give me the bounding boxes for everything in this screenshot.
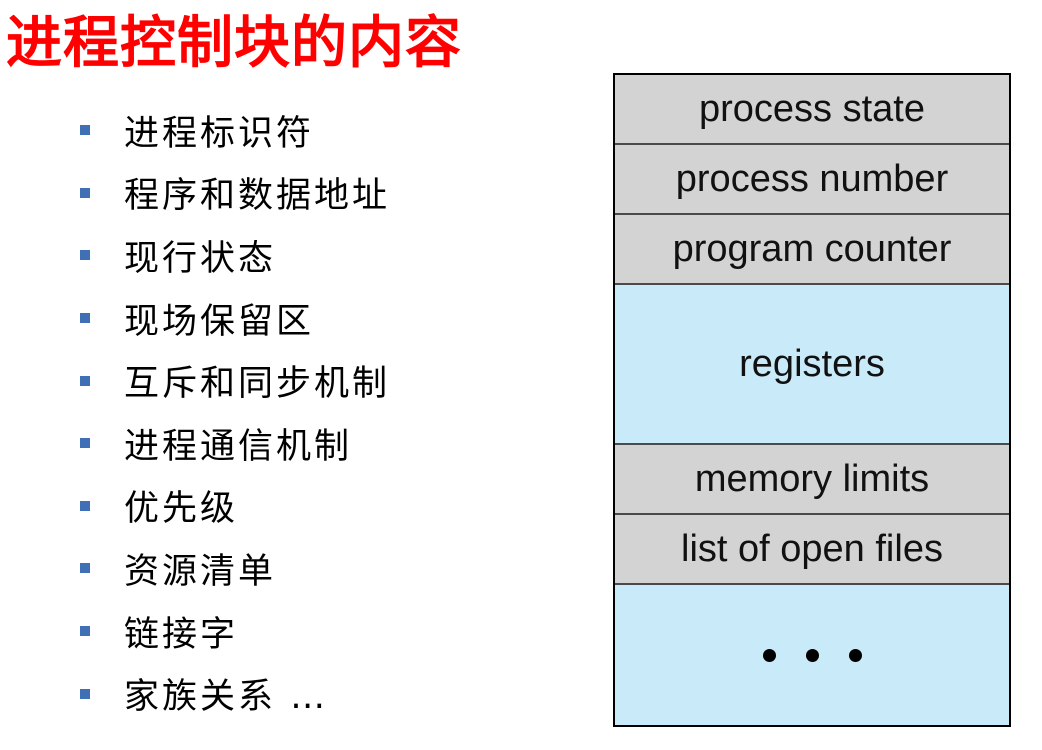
list-item: 进程标识符 — [80, 99, 390, 162]
pcb-field-open-files: list of open files — [615, 515, 1009, 585]
dot-icon — [805, 648, 819, 662]
square-bullet-icon — [80, 375, 90, 386]
square-bullet-icon — [80, 688, 90, 699]
pcb-field-label: program counter — [672, 227, 952, 270]
square-bullet-icon — [80, 313, 90, 324]
pcb-contents-list: 进程标识符 程序和数据地址 现行状态 现场保留区 互斥和同步机制 进程通信机制 … — [80, 99, 390, 725]
square-bullet-icon — [80, 187, 90, 198]
list-item-text: 优先级 — [124, 489, 239, 530]
slide-title: 进程控制块的内容 — [6, 11, 462, 76]
pcb-field-label: process number — [675, 157, 949, 200]
pcb-field-process-state: process state — [615, 75, 1009, 145]
list-item: 互斥和同步机制 — [80, 349, 390, 412]
square-bullet-icon — [80, 125, 90, 136]
pcb-field-label: process state — [699, 87, 925, 130]
list-item-text: 进程通信机制 — [124, 426, 353, 467]
list-item-text: 资源清单 — [124, 551, 277, 592]
pcb-field-registers: registers — [615, 285, 1009, 445]
process-control-block-diagram: process state process number program cou… — [613, 73, 1011, 727]
list-item: 链接字 — [80, 600, 390, 663]
pcb-field-program-counter: program counter — [615, 215, 1009, 285]
list-item: 资源清单 — [80, 537, 390, 600]
list-item: 程序和数据地址 — [80, 162, 390, 225]
square-bullet-icon — [80, 438, 90, 449]
list-item-text: 程序和数据地址 — [124, 176, 391, 217]
list-item-text: 链接字 — [124, 614, 239, 655]
list-item: 现场保留区 — [80, 287, 390, 350]
dot-icon — [848, 648, 862, 662]
square-bullet-icon — [80, 500, 90, 511]
pcb-field-process-number: process number — [615, 145, 1009, 215]
square-bullet-icon — [80, 626, 90, 637]
list-item: 家族关系 … — [80, 662, 390, 725]
square-bullet-icon — [80, 250, 90, 261]
list-item: 优先级 — [80, 475, 390, 538]
pcb-field-memory-limits: memory limits — [615, 445, 1009, 515]
list-item-text: 互斥和同步机制 — [124, 364, 391, 405]
list-item-text: 现行状态 — [124, 238, 277, 279]
list-item-text: 现场保留区 — [124, 301, 315, 342]
pcb-field-label: registers — [739, 342, 885, 385]
list-item-text: 家族关系 … — [124, 677, 329, 718]
ellipsis-icon — [762, 648, 862, 662]
pcb-field-label: memory limits — [694, 457, 930, 500]
list-item: 现行状态 — [80, 224, 390, 287]
pcb-field-label: list of open files — [681, 527, 943, 570]
square-bullet-icon — [80, 563, 90, 574]
list-item: 进程通信机制 — [80, 412, 390, 475]
pcb-field-more — [615, 585, 1009, 725]
list-item-text: 进程标识符 — [124, 113, 315, 154]
dot-icon — [762, 648, 776, 662]
